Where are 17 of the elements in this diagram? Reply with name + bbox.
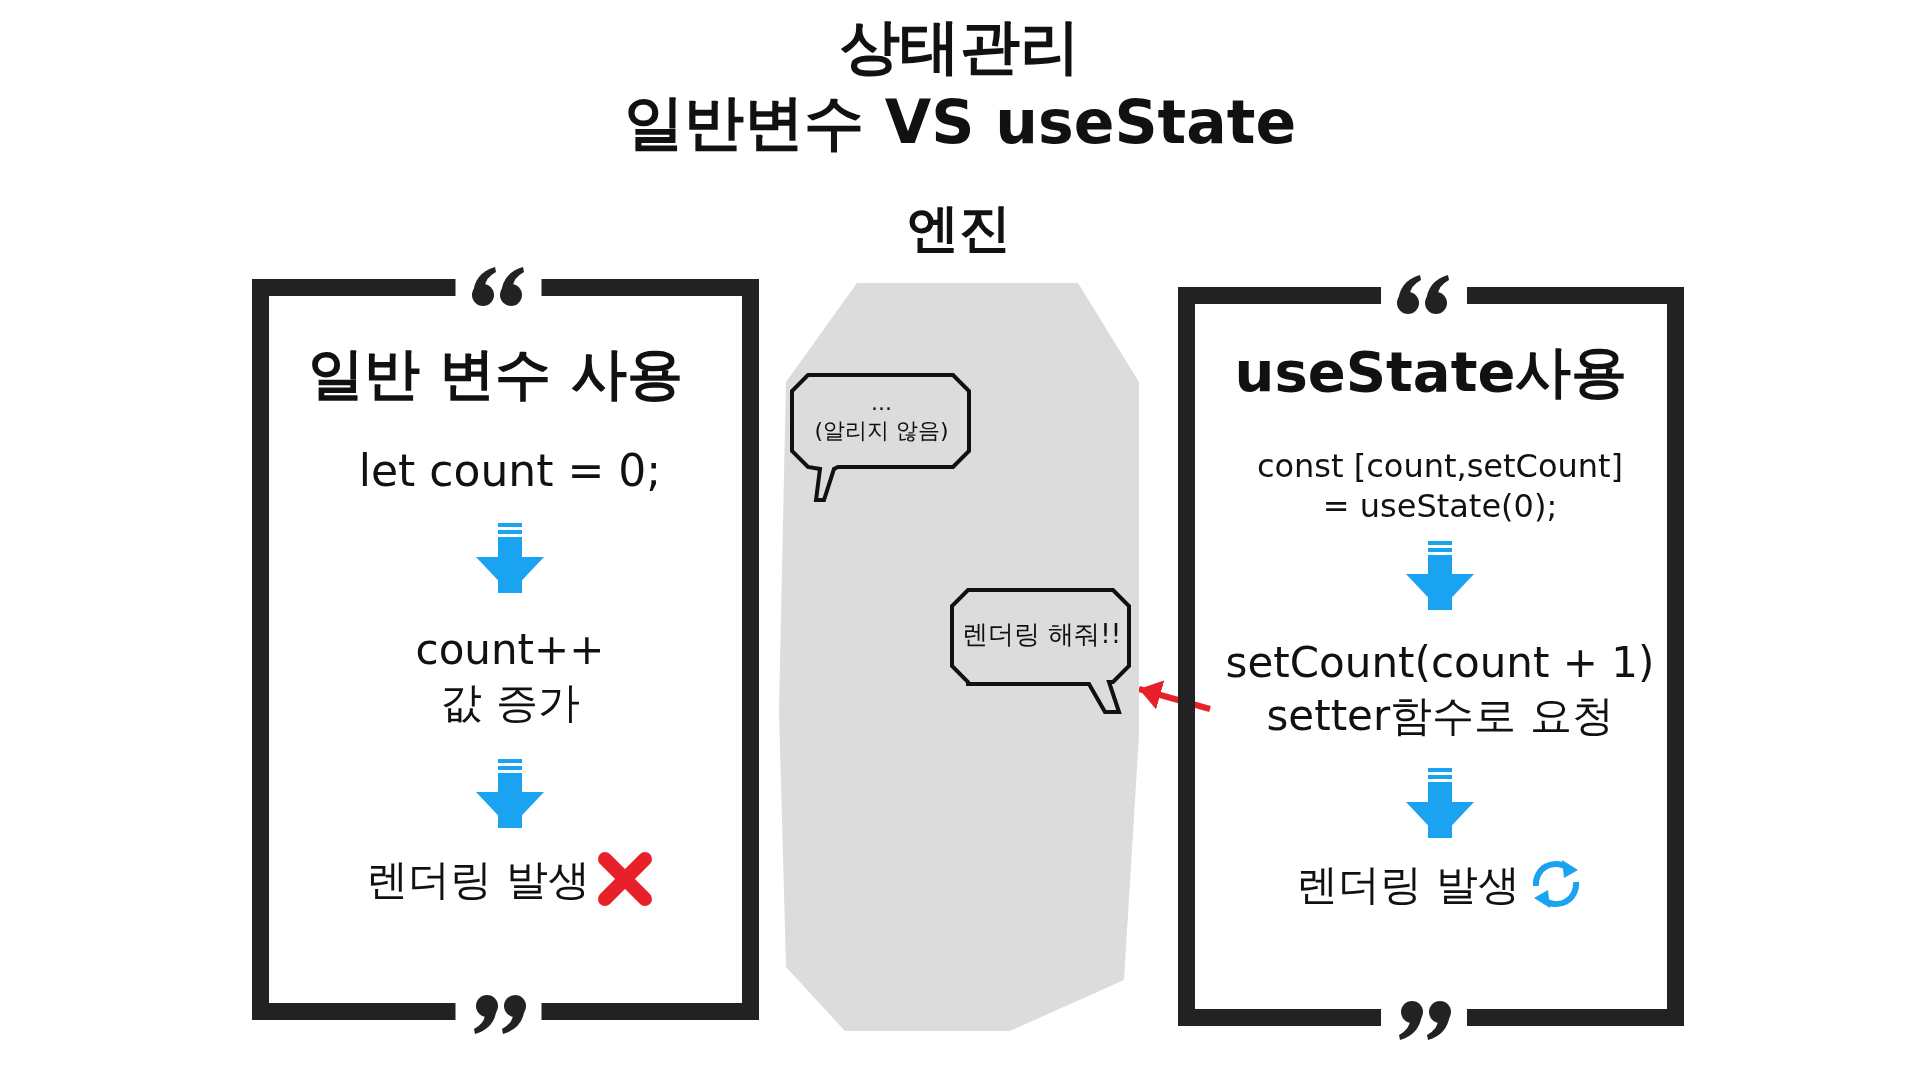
panel-heading: useState사용 xyxy=(1233,338,1629,406)
title: 상태관리 일반변수 VS useState xyxy=(622,10,1298,159)
render-text: 렌더링 발생 xyxy=(366,853,590,906)
step-text: let count = 0; xyxy=(358,444,662,498)
down-arrow xyxy=(1406,541,1474,610)
bubble-text: 렌더링 해줘!! xyxy=(960,618,1123,650)
panel-heading: 일반 변수 사용 xyxy=(307,340,684,408)
bubble-text: ... (알리지 않음) xyxy=(813,389,950,445)
step-text: const [count,setCount] = useState(0); xyxy=(1256,445,1624,526)
step-text: setCount(count + 1) setter함수로 요청 xyxy=(1225,637,1655,742)
step-text: count++ 값 증가 xyxy=(415,624,605,729)
render-text: 렌더링 발생 xyxy=(1296,858,1520,911)
down-arrow xyxy=(1406,768,1474,838)
down-arrow xyxy=(476,523,544,593)
down-arrow xyxy=(476,759,544,828)
engine-heading: 엔진 xyxy=(906,197,1012,260)
arrow xyxy=(1138,680,1211,712)
